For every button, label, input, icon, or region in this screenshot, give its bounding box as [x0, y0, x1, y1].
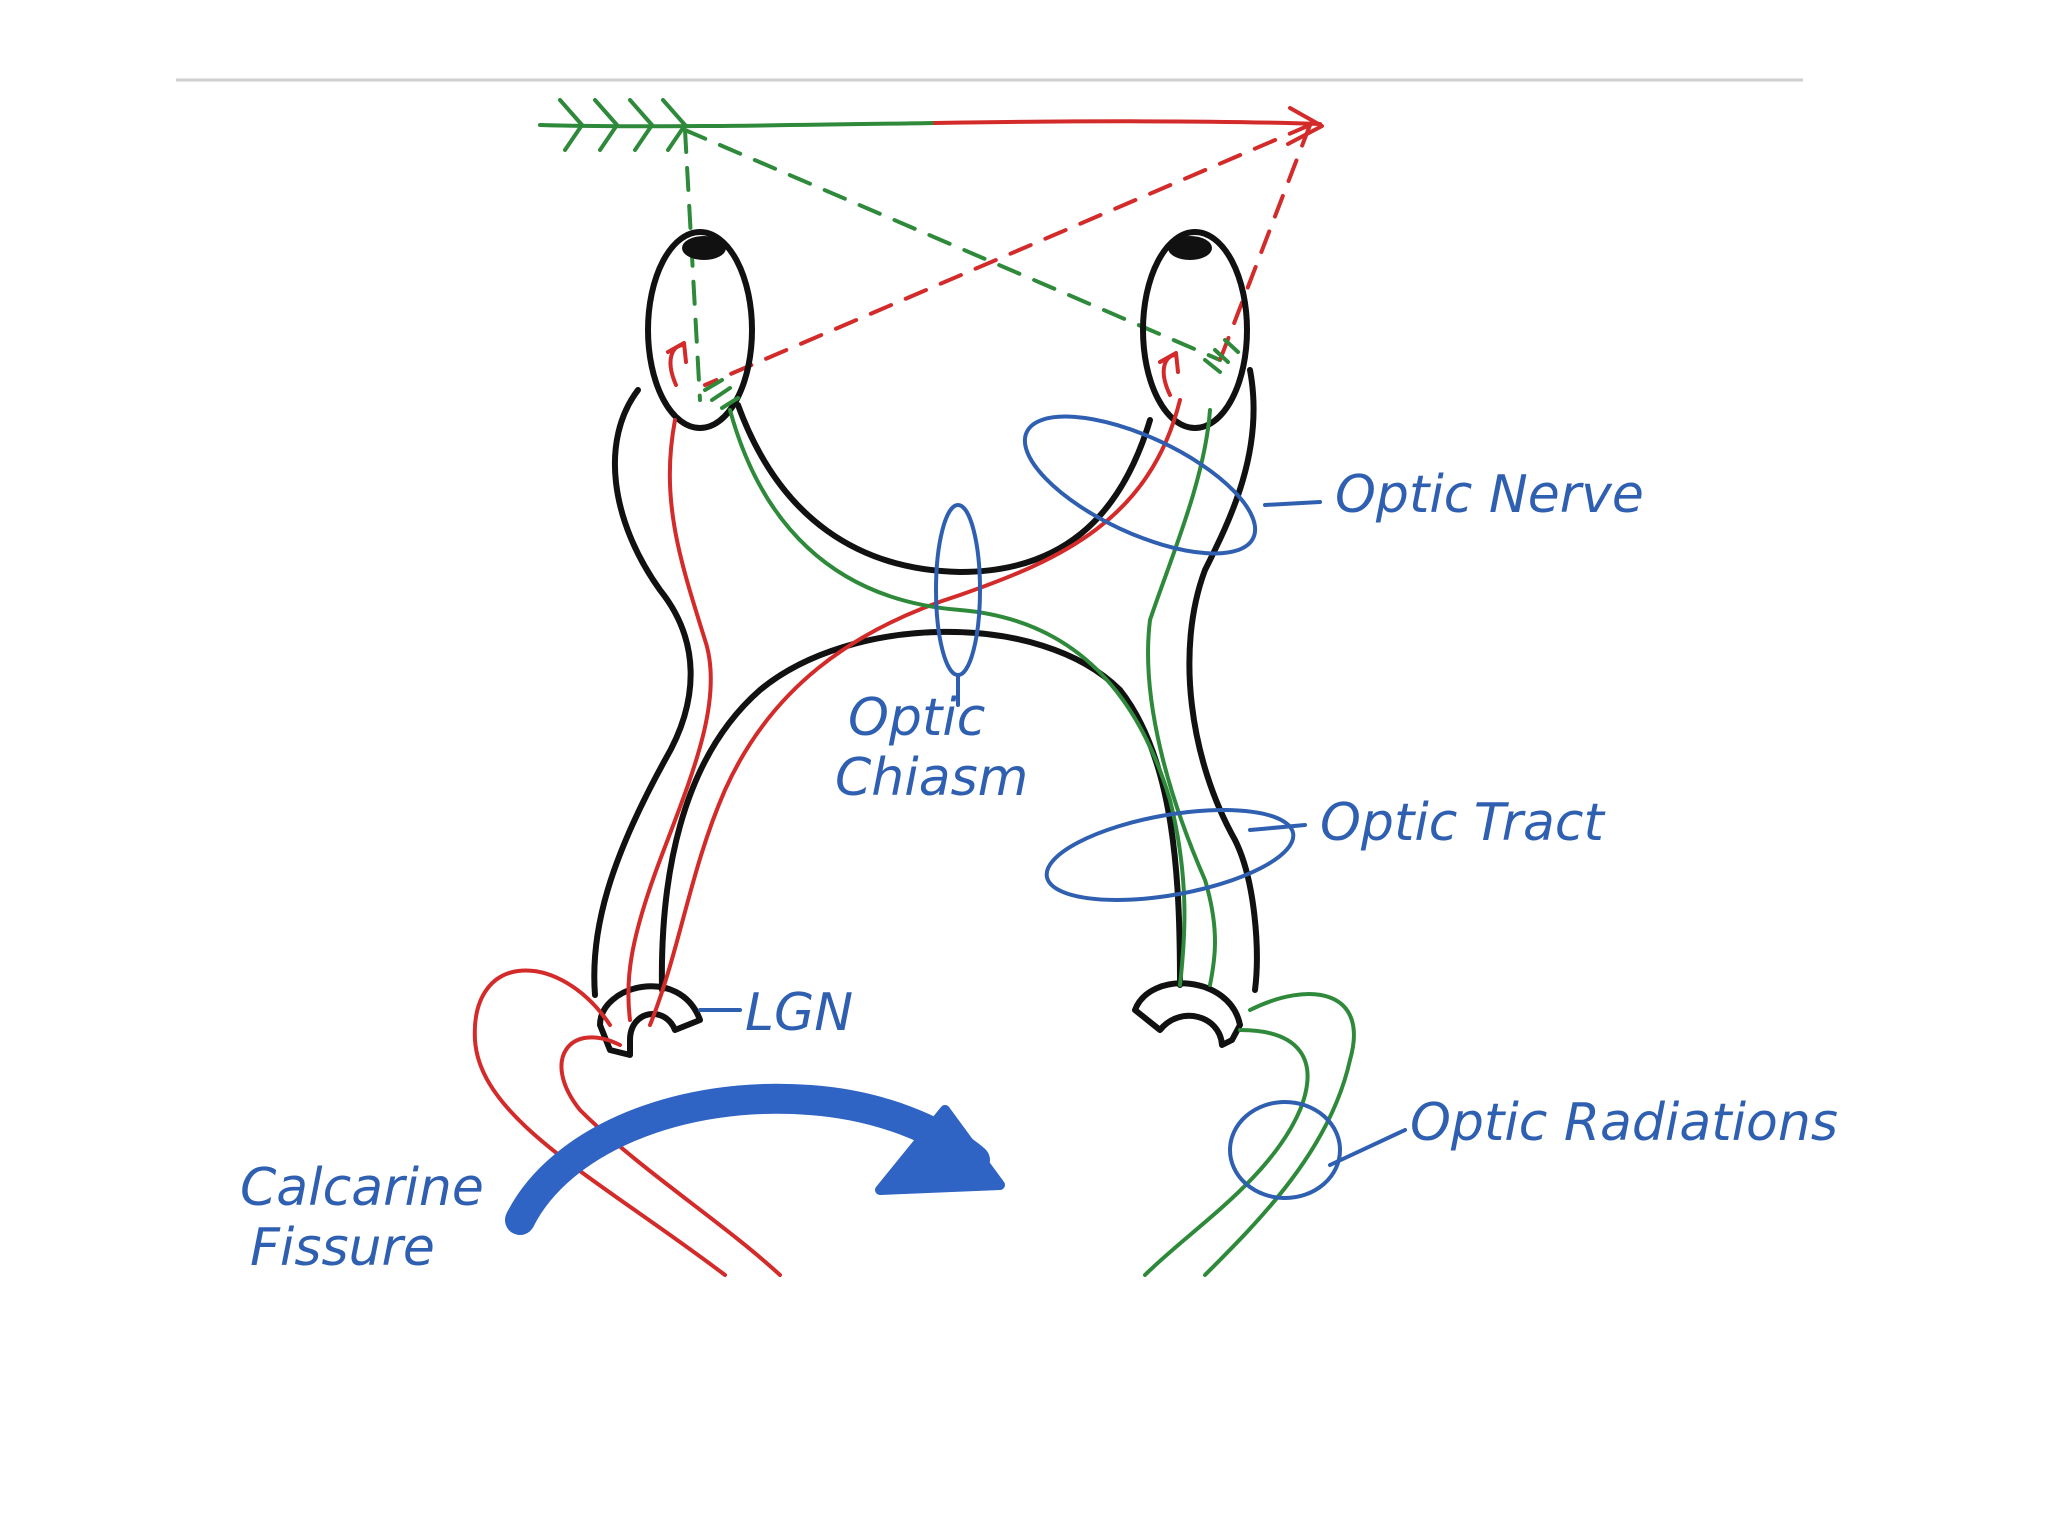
label-lgn: LGN: [745, 983, 853, 1043]
lgn-right: [1132, 980, 1243, 1048]
label-calcarine-line1: Calcarine: [240, 1158, 484, 1218]
green-fibers: [728, 408, 1356, 1277]
label-optic-chiasm-line1: Optic: [848, 688, 985, 748]
label-optic-radiations: Optic Radiations: [1410, 1093, 1838, 1153]
label-optic-nerve: Optic Nerve: [1335, 465, 1644, 525]
lgn-left: [597, 983, 703, 1058]
label-optic-tract: Optic Tract: [1320, 793, 1605, 853]
annotation-marks: [698, 414, 1407, 1200]
right-eye: [1140, 229, 1250, 431]
red-fibers: [472, 398, 1182, 1277]
projection-lines: [683, 123, 1312, 402]
label-calcarine-line2: Fissure: [250, 1218, 435, 1278]
visual-field-arrow: [538, 98, 1324, 152]
left-eye: [645, 229, 755, 431]
calcarine-fissure-arrow: [505, 1083, 1005, 1235]
label-optic-chiasm-line2: Chiasm: [835, 748, 1028, 808]
optic-pathway-outline: [591, 367, 1260, 998]
